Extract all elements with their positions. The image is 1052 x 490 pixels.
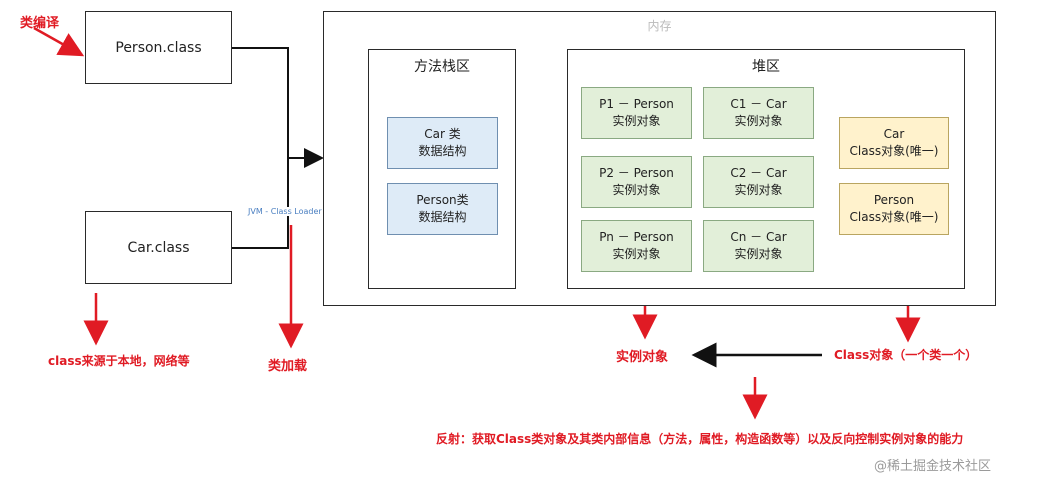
instance-annotation: 实例对象 [616,350,669,365]
p2-line1: P2 － Person [599,166,674,180]
car-class-object-box: Car Class对象(唯一) [839,117,949,169]
person-class-file: Person.class [85,11,232,84]
person-struct-box: Person类 数据结构 [387,183,498,235]
person-struct-line2: 数据结构 [418,210,467,224]
pn-line1: Pn － Person [599,230,674,244]
cn-instance-box: Cn － Car 实例对象 [703,220,814,272]
car-struct-box: Car 类 数据结构 [387,117,498,169]
heap-title: 堆区 [752,59,780,75]
memory-title: 内存 [647,19,672,33]
c1-instance-box: C1 － Car 实例对象 [703,87,814,139]
p1-line1: P1 － Person [599,97,674,111]
person-class-obj-line2: Class对象(唯一) [849,210,939,224]
car-struct-line1: Car 类 [424,127,461,141]
memory-region: 内存 方法栈区 Car 类 数据结构 Person类 数据结构 堆区 P1 － … [323,11,996,306]
method-area: 方法栈区 Car 类 数据结构 Person类 数据结构 [368,49,516,289]
c2-line1: C2 － Car [730,166,787,180]
p1-instance-box: P1 － Person 实例对象 [581,87,692,139]
car-class-obj-line2: Class对象(唯一) [849,144,939,158]
person-class-obj-line1: Person [873,193,915,207]
cn-line1: Cn － Car [730,230,787,244]
p2-line2: 实例对象 [612,183,661,197]
car-to-loader-line [232,158,289,249]
p1-line2: 实例对象 [612,114,661,128]
car-struct-line2: 数据结构 [418,144,467,158]
compile-arrow [33,26,85,57]
person-to-loader-line [232,47,289,158]
pn-instance-box: Pn － Person 实例对象 [581,220,692,272]
pn-line2: 实例对象 [612,247,661,261]
person-class-label: Person.class [115,39,202,56]
compile-annotation: 类编译 [20,16,60,31]
c2-instance-box: C2 － Car 实例对象 [703,156,814,208]
watermark: @稀土掘金技术社区 [874,459,992,474]
p2-instance-box: P2 － Person 实例对象 [581,156,692,208]
c1-line1: C1 － Car [730,97,787,111]
source-annotation: class来源于本地，网络等 [48,354,190,368]
cn-line2: 实例对象 [734,247,783,261]
car-class-file: Car.class [85,211,232,284]
car-class-obj-line1: Car [883,127,905,141]
c1-line2: 实例对象 [734,114,783,128]
jvm-class-loader-label: JVM - Class Loader [248,207,322,216]
person-class-object-box: Person Class对象(唯一) [839,183,949,235]
person-struct-line1: Person类 [416,193,469,207]
heap-area: 堆区 P1 － Person 实例对象 P2 － Person 实例对象 Pn … [567,49,965,289]
method-area-title: 方法栈区 [414,59,470,75]
class-object-annotation: Class对象（一个类一个） [834,348,978,362]
load-annotation: 类加载 [268,359,308,374]
c2-line2: 实例对象 [734,183,783,197]
reflection-annotation: 反射：获取Class类对象及其类内部信息（方法，属性，构造函数等）以及反向控制实… [436,432,964,446]
car-class-label: Car.class [127,239,190,256]
